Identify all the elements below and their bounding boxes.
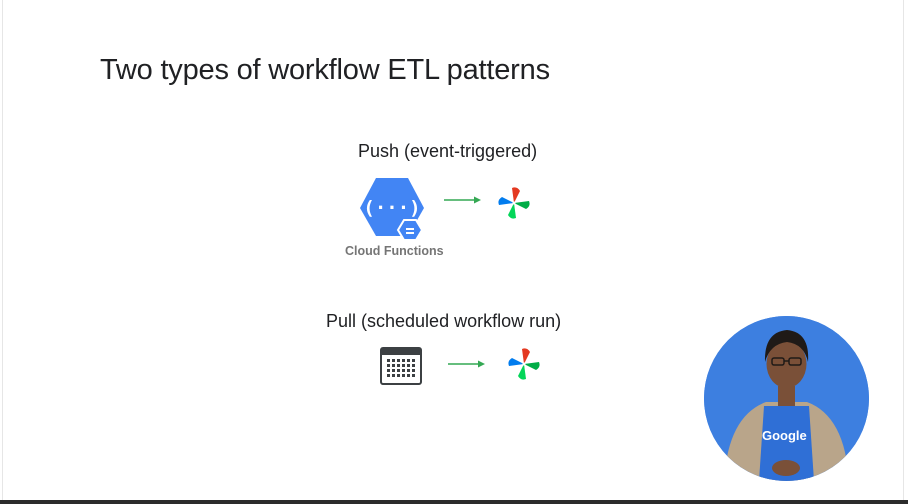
presenter-video (704, 316, 869, 481)
cloud-functions-icon: (···) (360, 178, 424, 241)
pull-pattern-label: Pull (scheduled workflow run) (326, 311, 562, 331)
push-pattern-label: Push (event-triggered) (358, 141, 538, 161)
bottom-bar (0, 500, 908, 504)
slide-right-border (903, 0, 904, 500)
presenter-shirt-logo: Google (762, 428, 807, 443)
airflow-pinwheel-icon (508, 348, 540, 380)
calendar-icon (380, 347, 422, 385)
pull-arrow-icon (448, 360, 485, 368)
svg-text:(···): (···) (363, 197, 420, 219)
push-arrow-icon (444, 196, 481, 204)
airflow-pinwheel-icon (498, 187, 530, 219)
cloud-functions-caption: Cloud Functions (345, 244, 444, 258)
presenter-figure (704, 316, 869, 481)
slide-left-border (2, 0, 3, 500)
slide-title: Two types of workflow ETL patterns (100, 54, 550, 86)
